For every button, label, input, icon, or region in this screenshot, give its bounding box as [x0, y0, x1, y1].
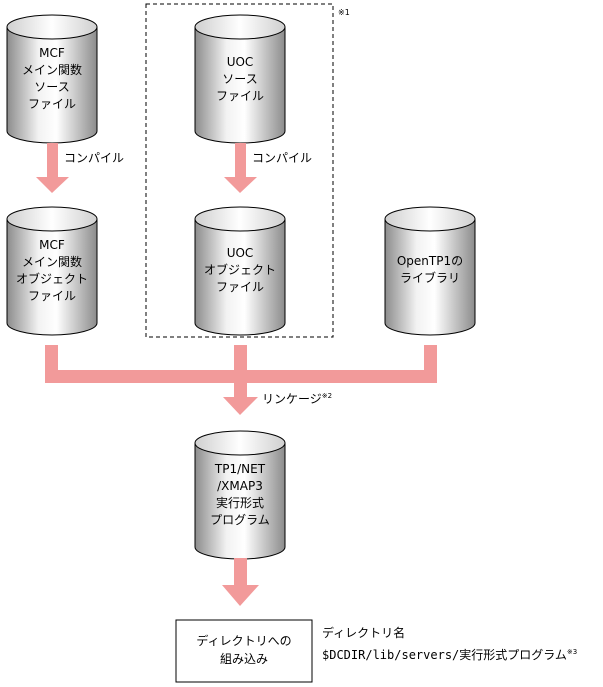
- uoc-object-label: UOC オブジェクト ファイル: [203, 246, 276, 294]
- mcf-source-label: MCF メイン関数 ソース ファイル: [21, 46, 82, 111]
- directory-path: $DCDIR/lib/servers/実行形式プログラム※3: [322, 645, 577, 662]
- cylinder-mcf-source: [6, 14, 98, 144]
- linkage-connector: [45, 345, 437, 415]
- cylinder-mcf-object: [6, 206, 98, 336]
- executable-label: TP1/NET /XMAP3 実行形式 プログラム: [210, 462, 270, 527]
- mcf-object-label: MCF メイン関数 オブジェクト ファイル: [15, 238, 88, 303]
- compile-arrow-right: [224, 143, 257, 193]
- compile-arrow-left: [36, 143, 69, 193]
- cylinder-executable: [194, 430, 286, 560]
- uoc-source-label: UOC ソース ファイル: [215, 55, 264, 103]
- compile-label-right: コンパイル: [252, 151, 313, 165]
- directory-title: ディレクトリ名: [322, 626, 406, 640]
- install-box: [175, 619, 313, 683]
- directory-note: ※3: [566, 648, 578, 656]
- install-box-label: ディレクトリへの 組み込み: [196, 634, 292, 666]
- compile-label-left: コンパイル: [64, 151, 125, 165]
- directory-path-text: $DCDIR/lib/servers/実行形式プログラム: [322, 648, 567, 662]
- install-arrow: [222, 558, 259, 606]
- cylinder-opentp1-library: [384, 206, 476, 336]
- uoc-dashed-box: [145, 3, 334, 338]
- linkage-label: リンケージ※2: [262, 389, 332, 406]
- opentp1-library-label: OpenTP1の ライブラリ: [396, 254, 464, 285]
- linkage-text: リンケージ: [262, 392, 322, 406]
- cylinder-uoc-source: [194, 14, 286, 144]
- cylinder-uoc-object: [194, 206, 286, 336]
- note-mark-1: ※1: [338, 8, 350, 17]
- linkage-note: ※2: [321, 392, 333, 400]
